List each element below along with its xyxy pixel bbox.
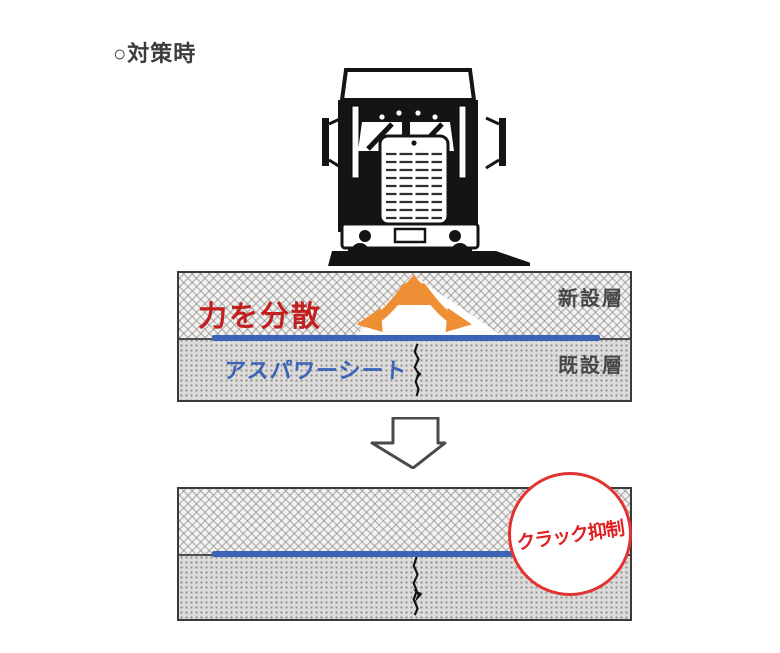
pavement-top-diagram: 力を分散 アスパワーシート 新設層 既設層 [177,271,632,402]
down-arrow-icon [370,417,447,469]
existing-layer [179,338,630,400]
page-title: ○対策時 [113,41,197,66]
sheet-name-label: アスパワーシート [223,358,409,383]
sheet-line [212,335,600,341]
crack-suppression-label: クラック抑制 [515,518,626,554]
existing-layer-label: 既設層 [558,355,624,377]
crack-suppression-badge: クラック抑制 [508,472,632,596]
new-layer-label: 新設層 [558,288,624,310]
sheet-line [212,551,512,557]
force-dispersion-label: 力を分散 [198,301,323,333]
truck-front-icon [322,68,530,266]
